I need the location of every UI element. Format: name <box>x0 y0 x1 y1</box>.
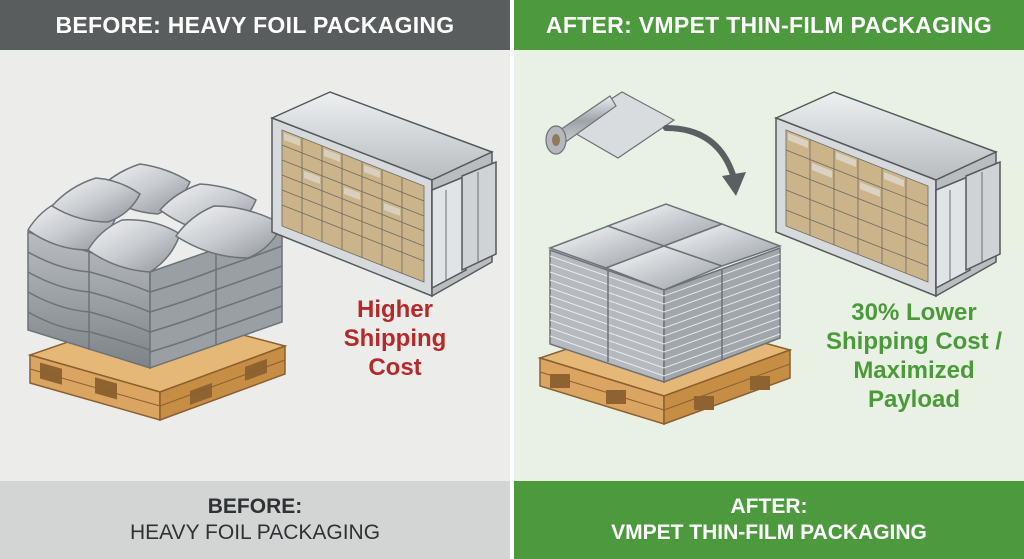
callout-line: Shipping <box>343 325 447 352</box>
after-scene <box>537 91 1001 426</box>
panel-divider <box>510 0 514 559</box>
film-roll-icon <box>545 91 676 159</box>
higher-cost-callout: Higher Shipping Cost <box>330 295 460 382</box>
shipping-container-icon <box>774 91 1001 298</box>
shipping-container-icon <box>270 91 497 298</box>
after-footer-subtitle: VMPET THIN-FILM PACKAGING <box>611 521 927 544</box>
callout-line: 30% Lower <box>851 299 977 326</box>
callout-line: Cost <box>368 354 422 381</box>
before-header: BEFORE: HEAVY FOIL PACKAGING <box>0 0 510 50</box>
after-footer: AFTER: VMPET THIN-FILM PACKAGING <box>514 481 1024 559</box>
callout-line: Maximized <box>853 357 975 384</box>
after-footer-title: AFTER: <box>730 495 808 518</box>
callout-line: Shipping Cost / <box>826 328 1002 355</box>
callout-line: Higher <box>356 296 433 323</box>
curved-arrow-icon <box>663 125 746 196</box>
foil-bag-stack-icon <box>27 163 283 370</box>
after-header: AFTER: VMPET THIN-FILM PACKAGING <box>514 0 1024 50</box>
before-scene <box>27 91 497 422</box>
before-footer-title: BEFORE: <box>207 495 303 518</box>
after-panel: AFTER: VMPET THIN-FILM PACKAGING <box>514 0 1024 559</box>
lower-cost-callout: 30% Lower Shipping Cost / Maximized Payl… <box>814 298 1014 414</box>
flat-film-stack-icon <box>547 203 783 384</box>
before-footer-subtitle: HEAVY FOIL PACKAGING <box>129 521 381 544</box>
before-panel: BEFORE: HEAVY FOIL PACKAGING <box>0 0 510 559</box>
before-footer: BEFORE: HEAVY FOIL PACKAGING <box>0 481 510 559</box>
callout-line: Payload <box>867 386 961 413</box>
